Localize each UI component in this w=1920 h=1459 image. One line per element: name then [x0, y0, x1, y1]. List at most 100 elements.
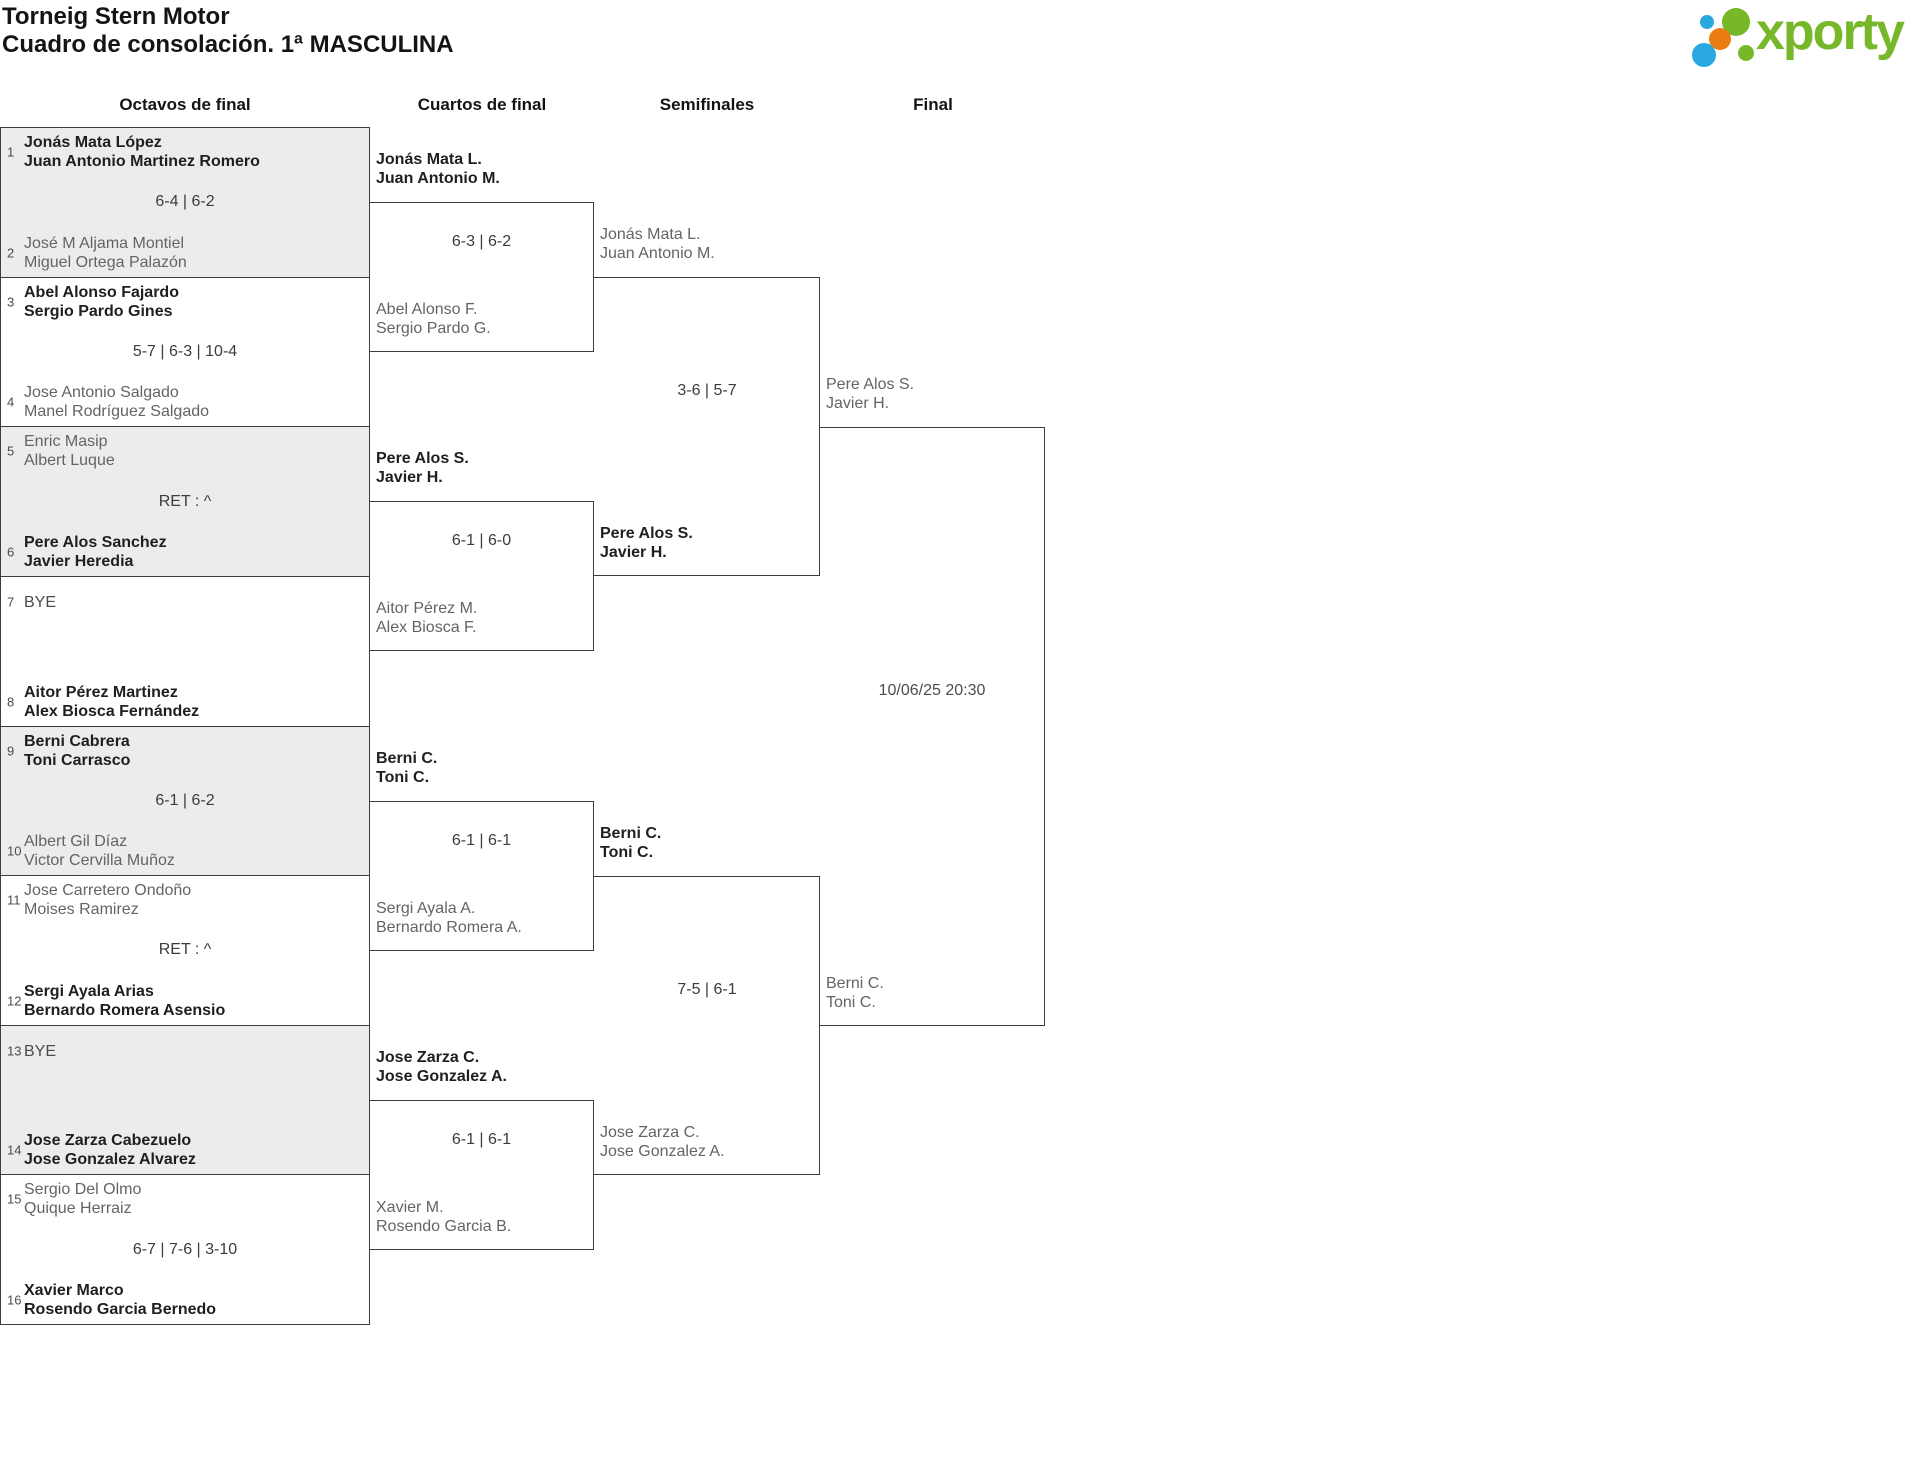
team-names: Berni Cabrera Toni Carrasco	[24, 732, 369, 770]
team-entry: 9 Berni Cabrera Toni Carrasco	[1, 732, 369, 770]
team-names: Sergi Ayala Arias Bernardo Romera Asensi…	[24, 982, 369, 1020]
seed-number: 16	[7, 1292, 22, 1308]
player-name: José M Aljama Montiel	[24, 234, 185, 252]
player-name: Javier H.	[376, 469, 443, 486]
player-name: Berni C.	[826, 975, 884, 992]
final-bottom-team: Berni C. Toni C.	[826, 974, 884, 1012]
player-name: Abel Alonso Fajardo	[24, 283, 179, 301]
player-name: Jonás Mata López	[24, 134, 162, 151]
player-name: Jose Gonzalez Alvarez	[24, 1151, 196, 1169]
player-name: Pere Alos Sanchez	[24, 533, 167, 551]
player-name: Alex Biosca F.	[376, 619, 477, 636]
team-names: Xavier Marco Rosendo Garcia Bernedo	[24, 1281, 369, 1319]
bracket-subtitle: Cuadro de consolación. 1ª MASCULINA	[2, 31, 454, 58]
xporty-logo[interactable]: xporty	[1690, 0, 1920, 75]
sf1-score: 3-6 | 5-7	[677, 382, 737, 399]
player-name: Pere Alos S.	[600, 525, 693, 542]
player-name: Javier H.	[600, 544, 667, 561]
team-names: José M Aljama Montiel Miguel Ortega Pala…	[24, 234, 369, 272]
player-name: Manel Rodríguez Salgado	[24, 403, 210, 421]
match-score: 5-7 | 6-3 | 10-4	[132, 342, 238, 360]
seed-number: 10	[7, 843, 22, 859]
match-score: RET : ^	[158, 941, 212, 959]
player-name: Jose Zarza C.	[600, 1124, 700, 1141]
team-entry: 12 Sergi Ayala Arias Bernardo Romera Ase…	[1, 982, 369, 1020]
team-entry-bye: 13 BYE	[1, 1042, 369, 1061]
player-name: Jose Zarza Cabezuelo	[24, 1132, 192, 1150]
seed-number: 9	[7, 743, 15, 758]
r16-match-1: 1 Jonás Mata López Juan Antonio Martinez…	[1, 128, 369, 278]
qf3-score: 6-1 | 6-1	[451, 832, 512, 849]
logo-dot-green-small	[1738, 45, 1754, 61]
seed-number: 3	[7, 294, 15, 310]
player-name: Alex Biosca Fernández	[24, 702, 200, 720]
qf3-bottom-team: Sergi Ayala A. Bernardo Romera A.	[376, 899, 522, 937]
player-name: Juan Antonio M.	[600, 245, 715, 262]
seed-number: 11	[7, 892, 21, 908]
qf3-top-team: Berni C. Toni C.	[376, 749, 437, 787]
team-names: Jose Antonio Salgado Manel Rodríguez Sal…	[24, 383, 369, 421]
player-name: Juan Antonio Martinez Romero	[24, 153, 260, 170]
team-entry: 3 Abel Alonso Fajardo Sergio Pardo Gines	[1, 283, 369, 321]
player-name: Abel Alonso F.	[376, 301, 478, 318]
qf1-top-team: Jonás Mata L. Juan Antonio M.	[376, 150, 500, 188]
team-names: Enric Masip Albert Luque	[24, 432, 369, 470]
seed-number: 8	[7, 694, 15, 709]
title-block: Torneig Stern Motor Cuadro de consolació…	[2, 3, 454, 59]
player-name: Jose Gonzalez A.	[600, 1143, 725, 1160]
match-score: 6-7 | 7-6 | 3-10	[132, 1240, 238, 1258]
qf1-score: 6-3 | 6-2	[451, 233, 512, 250]
logo-dot-blue-small	[1700, 15, 1714, 29]
player-name: Rosendo Garcia B.	[376, 1218, 512, 1235]
player-name: Rosendo Garcia Bernedo	[24, 1301, 217, 1318]
round-header-final: Final	[913, 95, 953, 114]
player-name: Xavier Marco	[24, 1282, 124, 1299]
player-name: Toni Carrasco	[24, 751, 131, 769]
player-name: Aitor Pérez Martinez	[24, 683, 178, 701]
tournament-title: Torneig Stern Motor	[2, 3, 230, 30]
qf4-bottom-team: Xavier M. Rosendo Garcia B.	[376, 1198, 511, 1236]
player-name: Albert Luque	[24, 452, 115, 470]
qf2-bottom-team: Aitor Pérez M. Alex Biosca F.	[376, 599, 477, 637]
qf-match-3-box	[369, 801, 594, 951]
player-name: Berni Cabrera	[24, 732, 130, 750]
r16-match-8: 15 Sergio Del Olmo Quique Herraiz 6-7 | …	[1, 1175, 369, 1324]
qf-match-2-box	[369, 501, 594, 651]
player-name: Quique Herraiz	[24, 1200, 132, 1218]
player-name: Javier H.	[826, 395, 890, 412]
player-name: Jose Antonio Salgado	[24, 384, 179, 402]
player-name: Miguel Ortega Palazón	[24, 253, 187, 271]
match-score: 6-1 | 6-2	[155, 791, 215, 809]
team-entry: 2 José M Aljama Montiel Miguel Ortega Pa…	[1, 234, 369, 272]
bye-label: BYE	[24, 593, 57, 611]
r16-match-6: 11 Jose Carretero Ondoño Moises Ramirez …	[1, 876, 369, 1026]
player-name: Sergi Ayala Arias	[24, 982, 154, 1000]
team-entry: 10 Albert Gil Díaz Victor Cervilla Muñoz	[1, 832, 369, 870]
bye-label: BYE	[24, 1042, 57, 1060]
logo-dot-orange	[1709, 28, 1731, 50]
seed-number: 1	[7, 144, 15, 160]
seed-number: 6	[7, 544, 15, 560]
team-entry: 14 Jose Zarza Cabezuelo Jose Gonzalez Al…	[1, 1131, 369, 1169]
team-entry: 8 Aitor Pérez Martinez Alex Biosca Ferná…	[1, 683, 369, 721]
qf2-top-team: Pere Alos S. Javier H.	[376, 449, 469, 487]
player-name: Moises Ramirez	[24, 901, 139, 919]
player-name: Bernardo Romera A.	[376, 919, 522, 936]
player-name: Toni C.	[826, 994, 876, 1011]
player-name: Jose Carretero Ondoño	[24, 882, 192, 900]
player-name: Sergio Pardo G.	[376, 320, 491, 337]
team-entry: 5 Enric Masip Albert Luque	[1, 432, 369, 470]
team-entry: 6 Pere Alos Sanchez Javier Heredia	[1, 533, 369, 571]
team-entry-bye: 7 BYE	[1, 593, 369, 612]
team-names: Jose Carretero Ondoño Moises Ramirez	[24, 881, 369, 919]
qf1-bottom-team: Abel Alonso F. Sergio Pardo G.	[376, 300, 491, 338]
player-name: Sergi Ayala A.	[376, 900, 476, 917]
qf4-score: 6-1 | 6-1	[451, 1131, 512, 1148]
round-header-cuartos: Cuartos de final	[417, 95, 547, 114]
sf2-bottom-team: Jose Zarza C. Jose Gonzalez A.	[600, 1123, 725, 1161]
team-names: BYE	[24, 1042, 369, 1061]
sf-match-1-box	[594, 277, 820, 576]
r16-match-3: 5 Enric Masip Albert Luque RET : ^ 6 Per…	[1, 427, 369, 577]
player-name: Sergio Del Olmo	[24, 1181, 142, 1199]
player-name: Pere Alos S.	[376, 450, 469, 467]
